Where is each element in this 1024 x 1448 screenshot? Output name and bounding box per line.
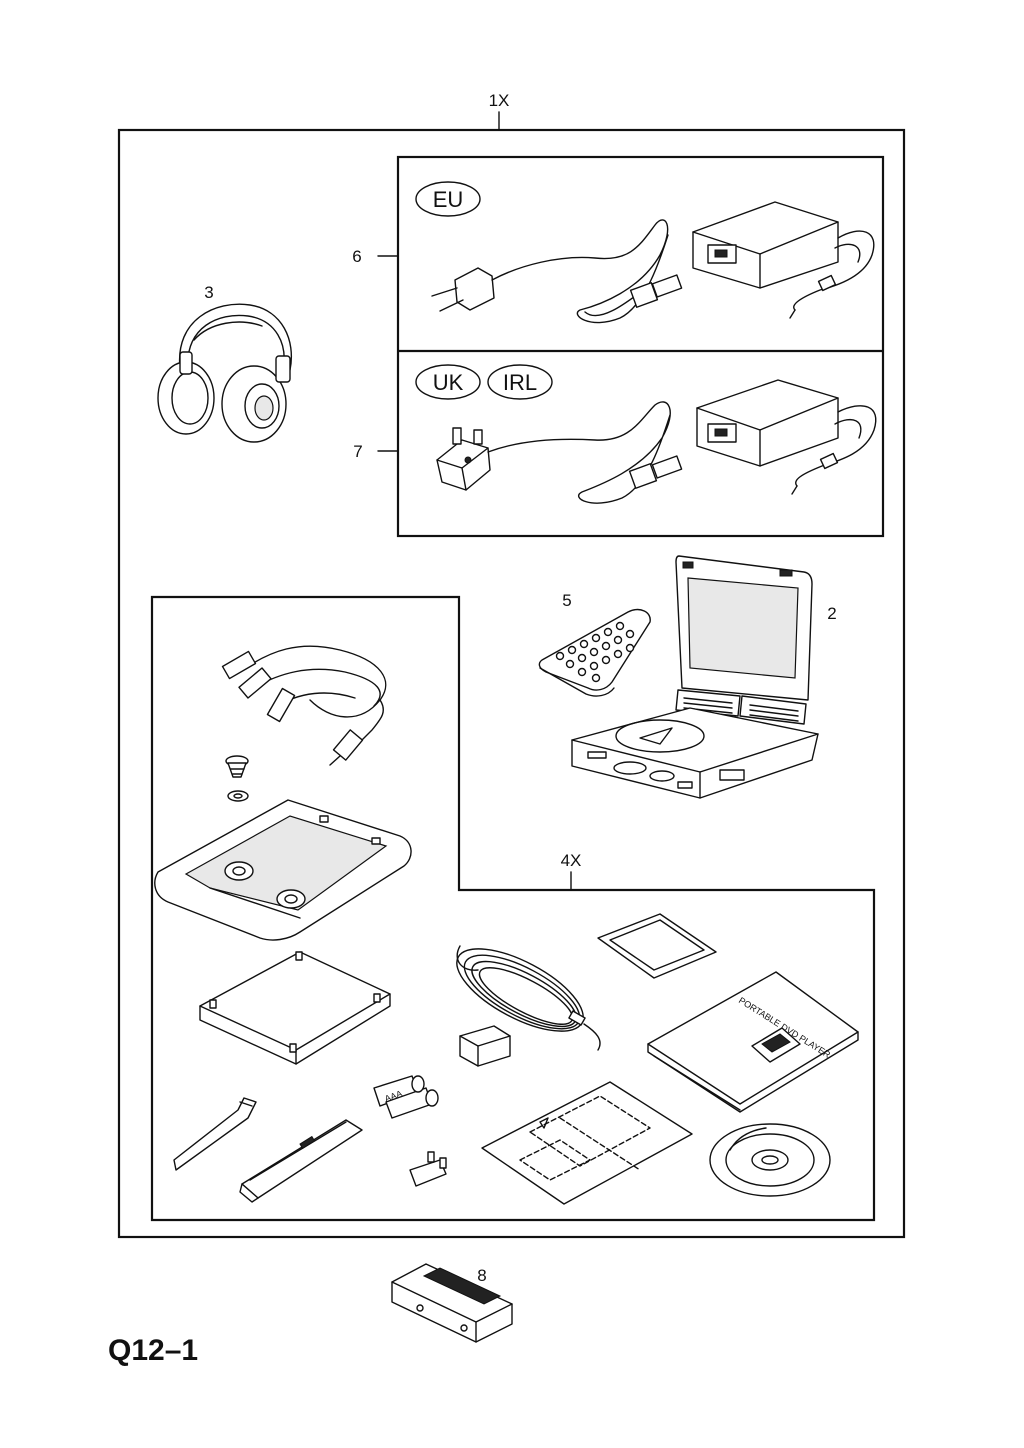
main-kit-label: 1X — [489, 91, 510, 110]
uk-power-cord-illustration — [436, 379, 877, 504]
leaflet-illustration — [597, 913, 717, 979]
part-label-3: 3 — [204, 283, 213, 302]
dvd-player-illustration: 2 — [571, 555, 837, 799]
part-label-6: 6 — [352, 247, 361, 266]
eu-power-cord-illustration — [431, 201, 875, 324]
mounting-bracket-illustration — [154, 799, 412, 941]
uk-badge: UK — [415, 364, 481, 400]
eu-badge-label: EU — [433, 187, 464, 212]
uk-badge-label: UK — [433, 370, 464, 395]
utility-knife-illustration — [239, 1119, 363, 1203]
page-code: Q12–1 — [108, 1334, 198, 1367]
adhesive-pad-illustration — [459, 1025, 511, 1067]
part-label-2: 2 — [827, 604, 836, 623]
coiled-cable-illustration — [456, 945, 601, 1051]
screw-illustration — [225, 755, 249, 802]
headphones-illustration: 3 — [157, 283, 292, 443]
drilling-template-illustration — [481, 1081, 693, 1205]
batteries-illustration: AAA — [373, 1075, 439, 1119]
mounting-plate-illustration — [199, 951, 391, 1065]
part-label-7: 7 — [353, 442, 362, 461]
irl-badge: IRL — [487, 364, 553, 400]
hex-key-illustration — [173, 1097, 257, 1171]
fuse-illustration — [409, 1151, 447, 1187]
av-cable-illustration — [221, 645, 387, 766]
main-kit-frame: 1X — [117, 91, 906, 1239]
remote-control-illustration: 5 — [538, 591, 651, 697]
installation-kit-frame: 4X — [150, 595, 876, 1222]
battery-pack-illustration: 8 — [391, 1263, 513, 1343]
eu-badge: EU — [415, 181, 481, 217]
sub-kit-label: 4X — [561, 851, 582, 870]
part-label-5: 5 — [562, 591, 571, 610]
remote-buttons — [555, 621, 635, 683]
irl-badge-label: IRL — [503, 370, 537, 395]
part-label-8: 8 — [477, 1266, 486, 1285]
owners-manual-illustration: PORTABLE DVD PLAYER — [647, 971, 859, 1113]
cd-disc-illustration — [709, 1123, 831, 1197]
power-supply-group: 6 7 EU UK IRL — [352, 155, 885, 538]
speaker-grill-right — [749, 704, 799, 722]
